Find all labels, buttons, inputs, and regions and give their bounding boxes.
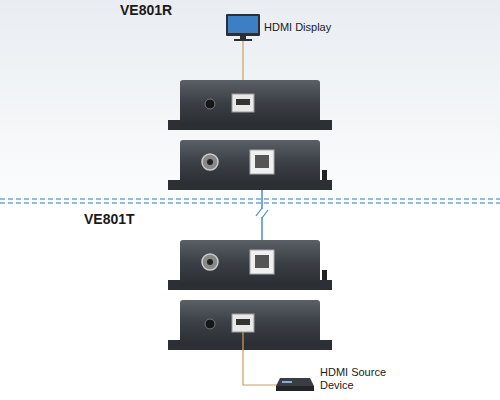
hdmi-cable (243, 332, 278, 385)
model-name: VE801T (84, 211, 135, 227)
lower-ground (0, 203, 500, 400)
monitor-icon (226, 14, 260, 41)
source-device-icon (276, 378, 314, 391)
device-label: HDMI Source Device (320, 366, 400, 391)
upper-ground (0, 0, 500, 200)
receiver-back (168, 140, 332, 190)
device-label: HDMI Display (264, 21, 331, 34)
divider-line (0, 202, 500, 204)
model-name: VE801R (120, 2, 172, 18)
cat5-cable (255, 190, 269, 240)
transmitter-front (168, 300, 332, 350)
receiver-front (168, 80, 332, 130)
divider-line (0, 198, 500, 200)
transmitter-back (168, 240, 332, 290)
